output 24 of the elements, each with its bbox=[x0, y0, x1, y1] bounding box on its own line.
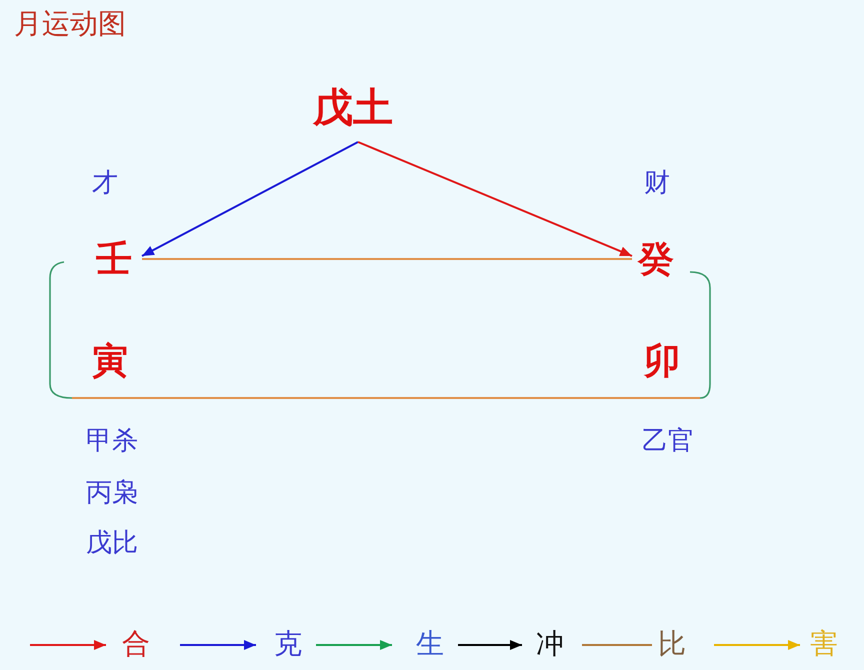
legend-label: 克 bbox=[274, 630, 302, 658]
legend-label: 合 bbox=[122, 630, 150, 658]
annotation-text: 乙官 bbox=[642, 428, 694, 454]
legend-label: 冲 bbox=[536, 630, 564, 658]
character-label: 卯 bbox=[622, 334, 700, 398]
bracket-line bbox=[49, 261, 72, 399]
character-label: 寅 bbox=[72, 334, 152, 398]
arrow bbox=[142, 141, 358, 257]
legend-label: 生 bbox=[416, 630, 444, 658]
annotation-text: 财 bbox=[644, 170, 670, 196]
annotation-text: 才 bbox=[92, 170, 118, 196]
annotation-text: 丙枭 bbox=[86, 480, 138, 506]
title: 月运动图 bbox=[14, 10, 126, 38]
legend-label: 害 bbox=[810, 630, 838, 658]
character-label: 戊土 bbox=[305, 78, 411, 142]
annotation-text: 甲杀 bbox=[86, 428, 138, 454]
connector-line bbox=[142, 258, 632, 260]
character-label: 癸 bbox=[632, 236, 690, 284]
connector-line bbox=[72, 397, 700, 399]
legend-label: 比 bbox=[658, 630, 686, 658]
arrow bbox=[358, 141, 632, 257]
bracket-line bbox=[690, 271, 711, 399]
character-label: 壬 bbox=[64, 236, 142, 284]
annotation-text: 戊比 bbox=[86, 530, 138, 556]
